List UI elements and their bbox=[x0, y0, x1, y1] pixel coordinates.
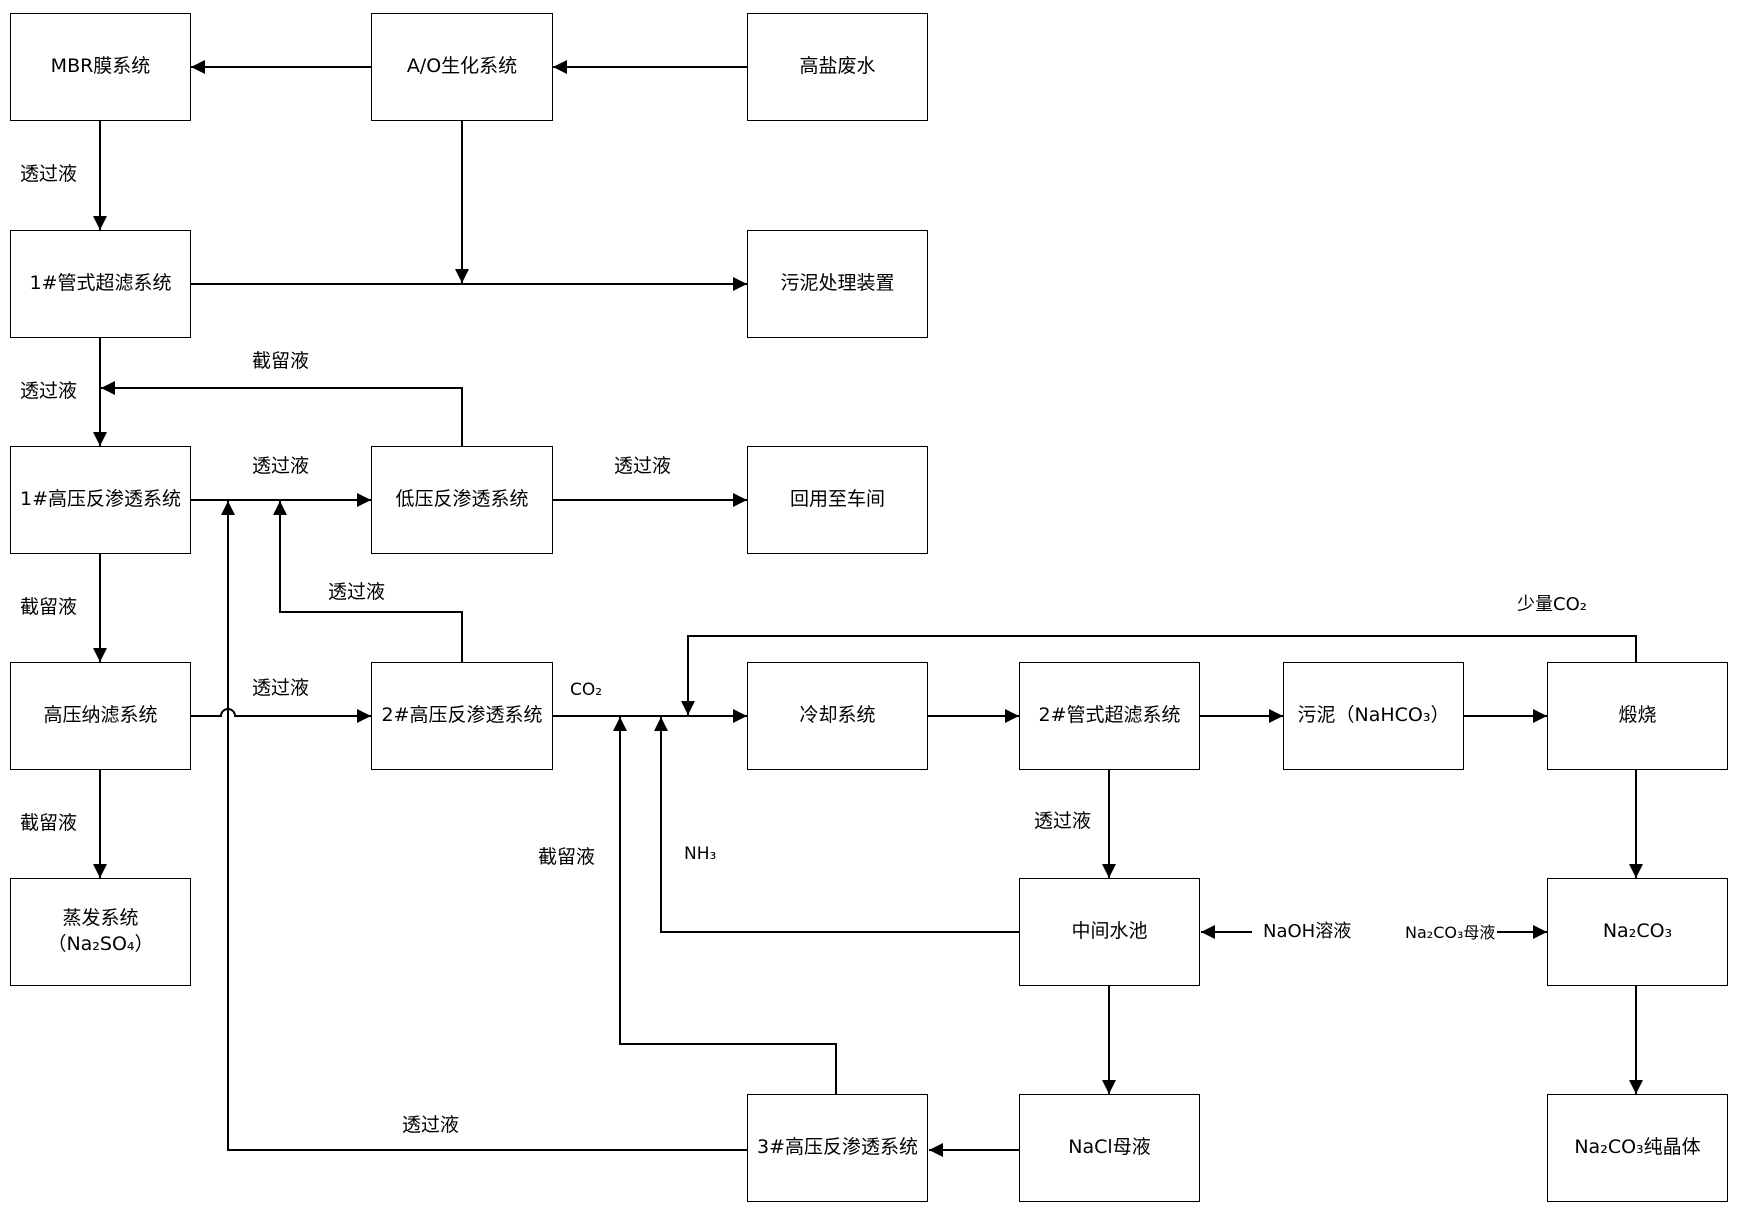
hpro2-label: 2#高压反渗透系统 bbox=[381, 704, 543, 727]
sludge-nahco3-label: 污泥（NaHCO₃） bbox=[1297, 704, 1450, 727]
lp-ro-box: 低压反渗透系统 bbox=[371, 446, 553, 554]
cooling-system-box: 冷却系统 bbox=[747, 662, 928, 770]
flow-label-permeate: 透过液 bbox=[252, 677, 310, 699]
flow-label-permeate: 透过液 bbox=[20, 163, 78, 185]
tubular-uf1-box: 1#管式超滤系统 bbox=[10, 230, 191, 338]
mbr-membrane-system-box: MBR膜系统 bbox=[10, 13, 191, 121]
na2co3-box: Na₂CO₃ bbox=[1547, 878, 1728, 986]
flow-label-permeate: 透过液 bbox=[1034, 810, 1092, 832]
na2co3-crystal-label: Na₂CO₃纯晶体 bbox=[1574, 1136, 1701, 1159]
hp-ro1-box: 1#高压反渗透系统 bbox=[10, 446, 191, 554]
flow-label-permeate: 透过液 bbox=[614, 455, 672, 477]
flow-label-retentate: 截留液 bbox=[20, 812, 78, 834]
hp-ro2-box: 2#高压反渗透系统 bbox=[371, 662, 553, 770]
calcine-label: 煅烧 bbox=[1618, 704, 1657, 727]
sludge-treatment-box: 污泥处理装置 bbox=[747, 230, 928, 338]
sludge-treat-label: 污泥处理装置 bbox=[780, 272, 895, 295]
flow-label-na2co3-mother: Na₂CO₃母液 bbox=[1405, 923, 1496, 942]
uf2-label: 2#管式超滤系统 bbox=[1038, 704, 1181, 727]
flow-label-retentate: 截留液 bbox=[252, 350, 310, 372]
evap-label-line2: （Na₂SO₄） bbox=[47, 933, 154, 955]
intermediate-tank-box: 中间水池 bbox=[1019, 878, 1200, 986]
flow-label-permeate: 透过液 bbox=[328, 581, 386, 603]
flow-label-permeate: 透过液 bbox=[252, 455, 310, 477]
mbr-label: MBR膜系统 bbox=[50, 55, 151, 78]
flow-label-permeate: 透过液 bbox=[20, 380, 78, 402]
high-salt-label: 高盐废水 bbox=[799, 55, 876, 78]
hpro3-label: 3#高压反渗透系统 bbox=[756, 1136, 918, 1159]
arrow-hpro2-permeate-up bbox=[273, 501, 463, 662]
ao-biochemical-system-box: A/O生化系统 bbox=[371, 13, 553, 121]
flow-label-permeate: 透过液 bbox=[402, 1114, 460, 1136]
hpnf-label: 高压纳滤系统 bbox=[43, 704, 158, 727]
hp-nanofiltration-box: 高压纳滤系统 bbox=[10, 662, 191, 770]
tubular-uf2-box: 2#管式超滤系统 bbox=[1019, 662, 1200, 770]
lpro-label: 低压反渗透系统 bbox=[395, 488, 529, 511]
evap-label-line1: 蒸发系统 bbox=[62, 907, 139, 930]
cooling-label: 冷却系统 bbox=[799, 704, 876, 727]
flow-label-retentate: 截留液 bbox=[538, 846, 596, 868]
ao-label: A/O生化系统 bbox=[406, 55, 518, 78]
reuse-label: 回用至车间 bbox=[789, 488, 885, 511]
arrow-hpnf-to-hpro2 bbox=[191, 708, 371, 723]
mid-tank-label: 中间水池 bbox=[1071, 920, 1148, 943]
na2co3-crystal-box: Na₂CO₃纯晶体 bbox=[1547, 1094, 1728, 1202]
arrow-lpro-retentate-back bbox=[101, 381, 463, 446]
arrow-midtank-nh3-up bbox=[654, 717, 1019, 933]
arrow-hpro3-permeate-back bbox=[221, 501, 747, 1151]
hp-ro3-box: 3#高压反渗透系统 bbox=[747, 1094, 928, 1202]
hpro1-label: 1#高压反渗透系统 bbox=[19, 488, 181, 511]
sludge-nahco3-box: 污泥（NaHCO₃） bbox=[1283, 662, 1464, 770]
arrow-hpro3-retentate-up bbox=[613, 717, 837, 1094]
nacl-mother-liquor-box: NaCl母液 bbox=[1019, 1094, 1200, 1202]
arrow-small-co2-recycle bbox=[681, 635, 1637, 715]
reuse-workshop-box: 回用至车间 bbox=[747, 446, 928, 554]
flow-label-small-co2: 少量CO₂ bbox=[1517, 594, 1587, 615]
flow-label-retentate: 截留液 bbox=[20, 596, 78, 618]
flow-label-naoh: NaOH溶液 bbox=[1263, 921, 1352, 942]
nacl-mother-label: NaCl母液 bbox=[1068, 1136, 1151, 1159]
na2co3-label: Na₂CO₃ bbox=[1602, 920, 1673, 943]
evaporation-system-box: 蒸发系统 （Na₂SO₄） bbox=[10, 878, 191, 986]
flow-label-co2: CO₂ bbox=[570, 680, 603, 700]
uf1-label: 1#管式超滤系统 bbox=[29, 272, 172, 295]
high-salt-wastewater-box: 高盐废水 bbox=[747, 13, 928, 121]
flow-label-nh3: NH₃ bbox=[684, 844, 717, 864]
calcine-box: 煅烧 bbox=[1547, 662, 1728, 770]
